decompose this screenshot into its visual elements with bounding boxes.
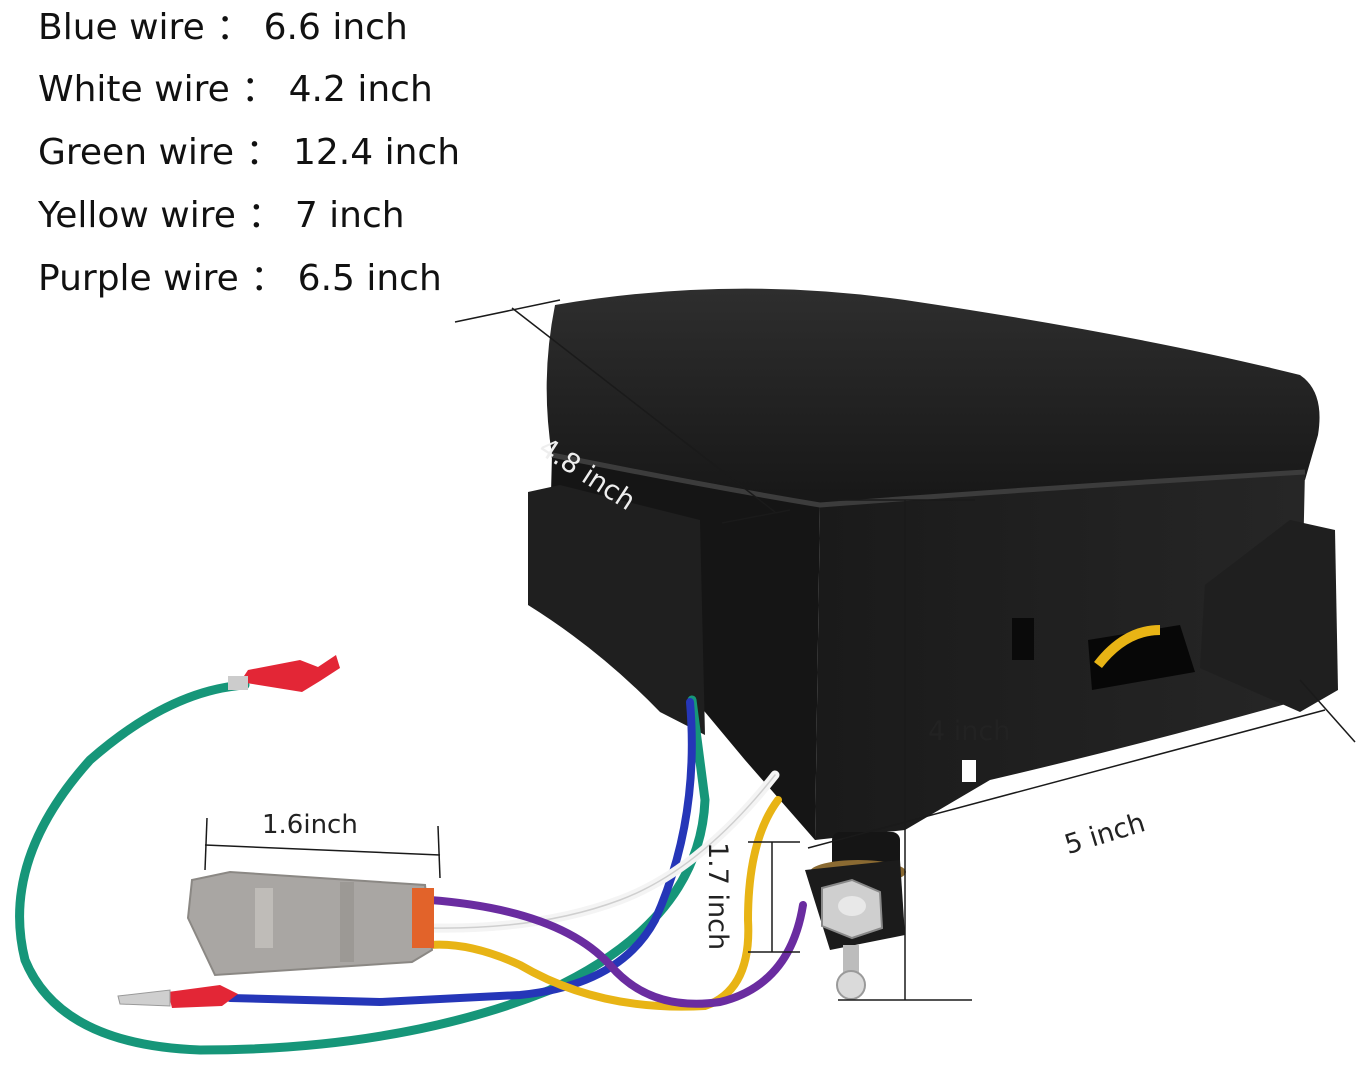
housing-front xyxy=(815,470,1305,840)
width-dimension-line xyxy=(807,709,1326,849)
motor-housing xyxy=(528,288,1338,1000)
window-yellow-wire xyxy=(1094,625,1161,669)
left-flange xyxy=(528,485,705,735)
connector-left-tick xyxy=(204,817,208,871)
right-flange xyxy=(1200,520,1338,712)
red-terminal-top xyxy=(228,655,340,692)
purple-wire xyxy=(426,896,807,1008)
housing-lid xyxy=(546,288,1320,505)
white-wire-length: White wire ： 4.2 inch xyxy=(38,69,433,110)
dimension-lines xyxy=(204,299,1356,1001)
blue-wire-length: Blue wire ： 6.6 inch xyxy=(38,7,408,48)
depth-tick xyxy=(721,509,791,524)
four-pin-connector xyxy=(186,870,434,977)
depth-dimension-line xyxy=(511,307,776,513)
height-label: 4 inch xyxy=(928,716,1011,747)
ball-stud xyxy=(836,945,866,1000)
depth-extension-line xyxy=(454,299,561,323)
white-wire-edge xyxy=(429,774,776,929)
housing-notch xyxy=(962,760,976,782)
connector-right-tick xyxy=(437,825,441,879)
red-terminal-bottom xyxy=(117,985,238,1008)
hex-nut xyxy=(821,878,884,940)
yellow-wire-length: Yellow wire ： 7 inch xyxy=(38,195,405,236)
width-end-tick xyxy=(1299,679,1356,743)
housing-slot xyxy=(1012,618,1034,660)
rim-highlight xyxy=(551,452,1306,508)
green-wire-length: Green wire ： 12.4 inch xyxy=(38,132,461,173)
wiring-harness xyxy=(15,680,807,1055)
purple-wire-length: Purple wire ： 6.5 inch xyxy=(38,258,442,299)
connector-label: 1.6inch xyxy=(262,810,358,840)
connector-dimension-line xyxy=(204,844,441,856)
shaft-label: 1.7 inch xyxy=(702,842,733,951)
